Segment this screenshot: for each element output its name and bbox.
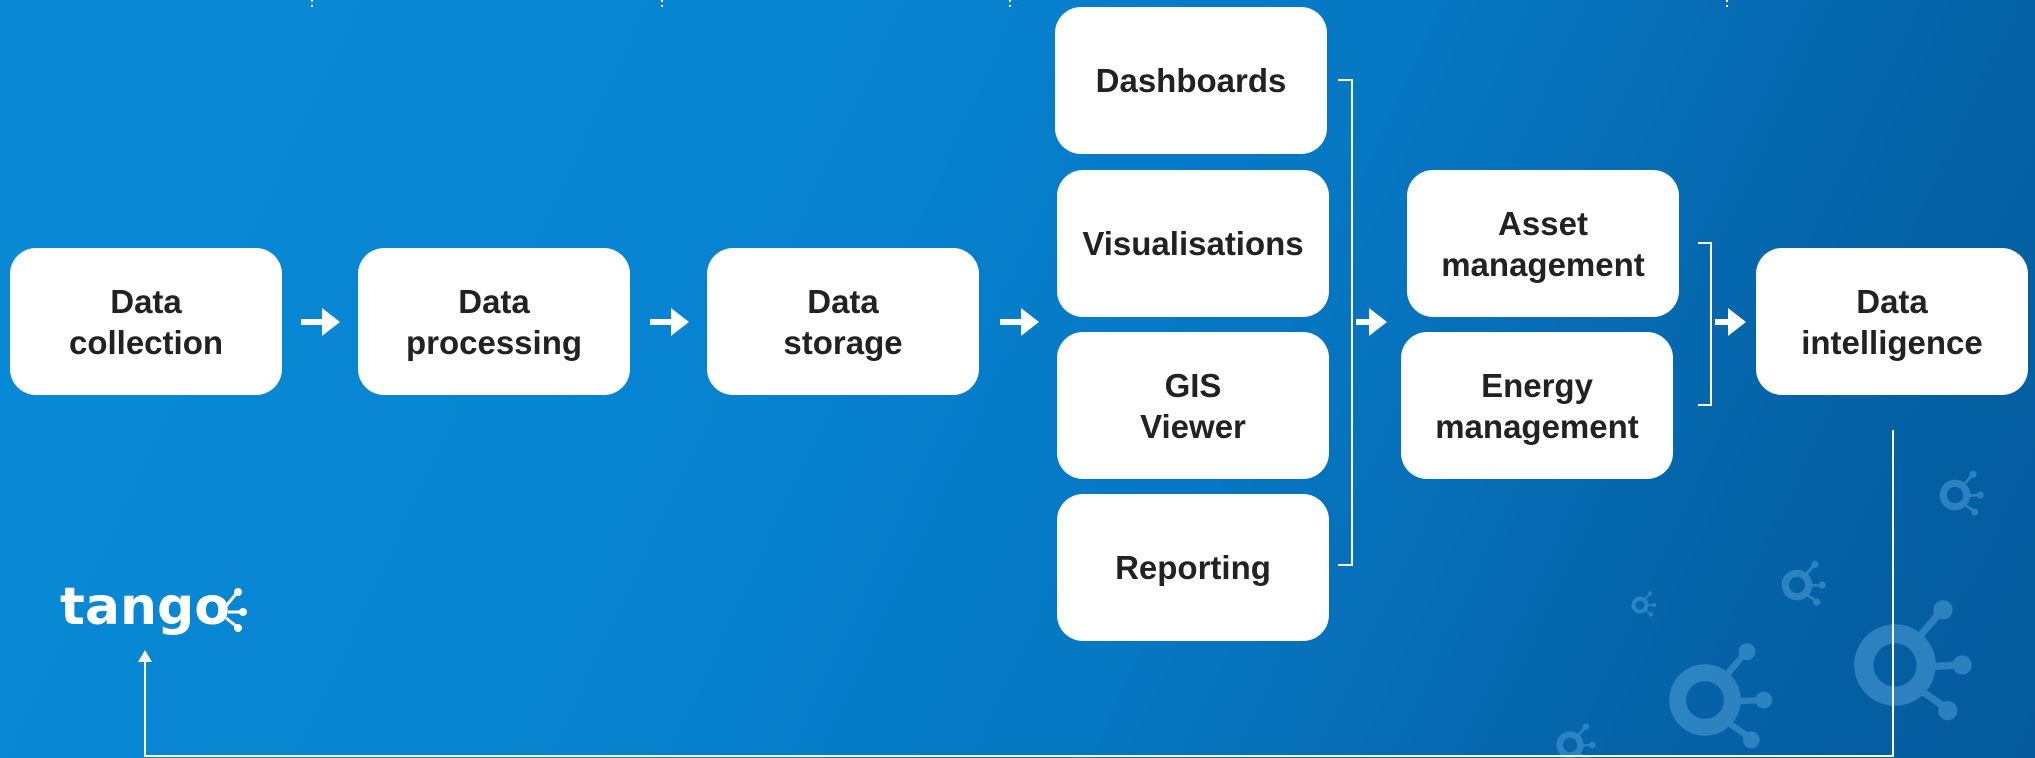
node-label: Visualisations <box>1082 225 1304 262</box>
node-label: Dashboards <box>1095 62 1287 99</box>
node-data-intelligence: Data intelligence <box>1756 248 2028 395</box>
top-dotted-ticks <box>311 0 1728 8</box>
node-label: Data intelligence <box>1801 282 1983 361</box>
node-label: Asset management <box>1441 204 1645 283</box>
applications-bracket <box>1698 242 1712 406</box>
tango-logo: tango <box>60 577 247 637</box>
node-label: Energy management <box>1435 366 1639 445</box>
outputs-bracket <box>1338 79 1353 566</box>
node-label: Data processing <box>405 282 583 361</box>
node-energy-management: Energy management <box>1401 332 1673 479</box>
node-dashboards: Dashboards <box>1055 7 1327 154</box>
node-label: Data storage <box>783 282 903 361</box>
arrow-icon <box>650 308 689 336</box>
node-label: Data collection <box>68 282 224 361</box>
node-data-storage: Data storage <box>707 248 979 395</box>
arrow-icon <box>1715 308 1746 336</box>
arrow-icon <box>301 308 340 336</box>
logo-network-icon <box>224 588 247 632</box>
node-gis-viewer: GIS Viewer <box>1057 332 1329 479</box>
node-data-collection: Data collection <box>10 248 282 395</box>
feedback-arrowhead-icon <box>138 650 152 662</box>
node-reporting: Reporting <box>1057 494 1329 641</box>
node-asset-management: Asset management <box>1407 170 1679 317</box>
feedback-loop-line <box>144 430 1894 757</box>
node-label: GIS Viewer <box>1140 366 1246 445</box>
logo-text: tango <box>60 577 230 637</box>
node-label: Reporting <box>1115 549 1271 586</box>
node-visualisations: Visualisations <box>1057 170 1329 317</box>
node-data-processing: Data processing <box>358 248 630 395</box>
arrow-icon <box>1356 308 1387 336</box>
arrow-icon <box>1000 308 1039 336</box>
network-motif-icon <box>1560 471 1984 758</box>
